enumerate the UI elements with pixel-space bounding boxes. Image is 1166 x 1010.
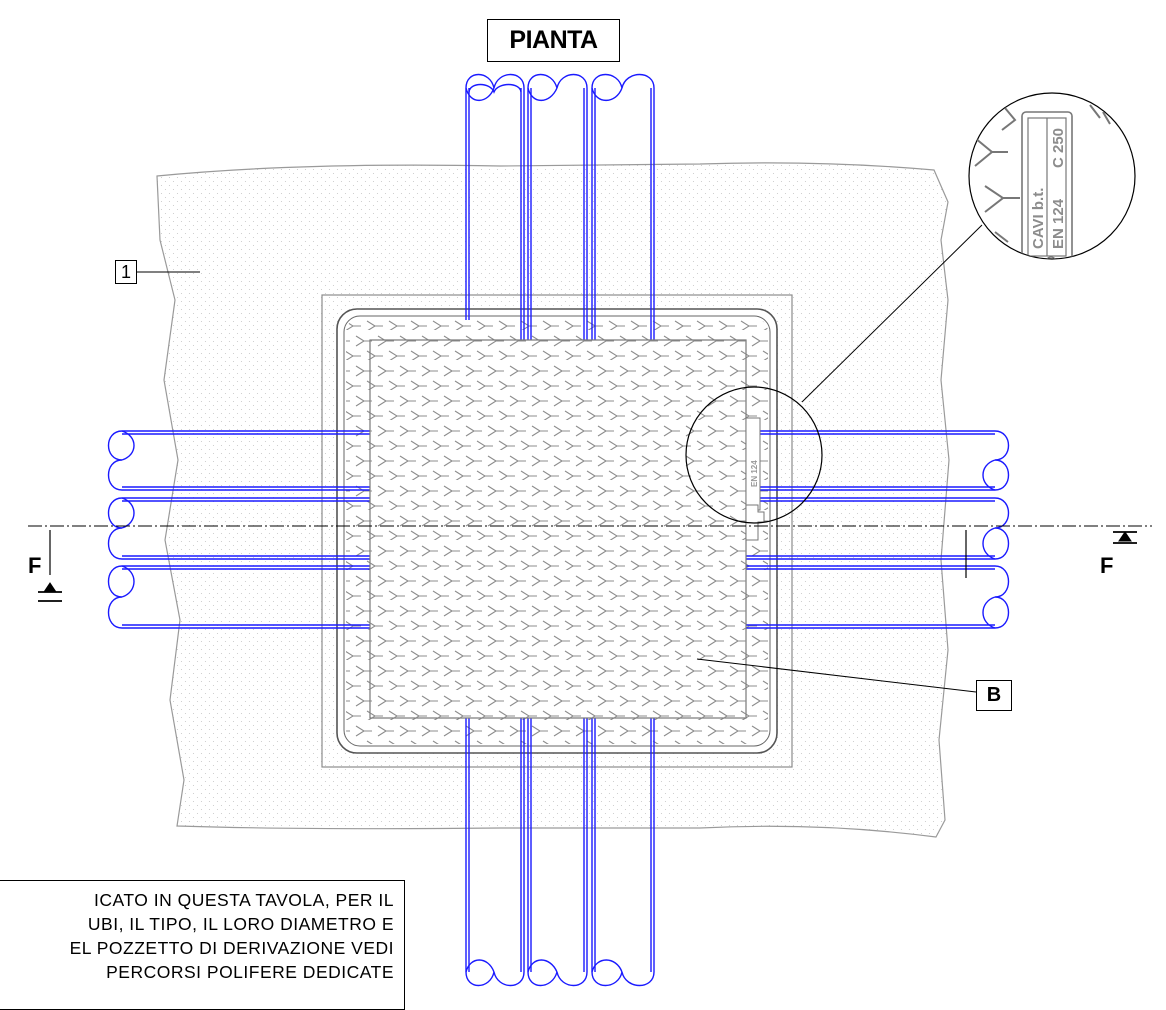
section-label-right: F bbox=[1100, 553, 1114, 578]
note-line: EL POZZETTO DI DERIVAZIONE VEDI bbox=[69, 938, 394, 958]
plate-text-line1: CAVI b.t. bbox=[1030, 188, 1047, 249]
manhole-cover: EN 124 bbox=[369, 339, 765, 719]
pipes-right bbox=[745, 430, 1010, 629]
pipes-top bbox=[465, 73, 655, 340]
detail-callout-circle bbox=[685, 386, 823, 524]
detail-lens: CAVI b.t. EN 124 C 250 bbox=[968, 92, 1136, 260]
section-label-left: F bbox=[28, 553, 42, 578]
note-line: ICATO IN QUESTA TAVOLA, PER IL bbox=[94, 890, 394, 910]
page-title: PIANTA bbox=[487, 19, 620, 62]
item-1-tag: 1 bbox=[115, 260, 137, 284]
pipes-left bbox=[107, 430, 372, 629]
section-line-f bbox=[28, 525, 1152, 602]
plate-text-line3: C 250 bbox=[1050, 128, 1067, 168]
plate-small-text: EN 124 bbox=[750, 460, 759, 487]
pipes-bottom bbox=[465, 718, 655, 987]
note-line: PERCORSI POLIFERE DEDICATE bbox=[106, 962, 394, 982]
note-box: ICATO IN QUESTA TAVOLA, PER IL UBI, IL T… bbox=[0, 880, 405, 1010]
item-b-tag: B bbox=[976, 680, 1012, 711]
leader-lines bbox=[137, 224, 983, 693]
plate-text-line2: EN 124 bbox=[1050, 198, 1067, 249]
note-line: UBI, IL TIPO, IL LORO DIAMETRO E bbox=[87, 914, 394, 934]
